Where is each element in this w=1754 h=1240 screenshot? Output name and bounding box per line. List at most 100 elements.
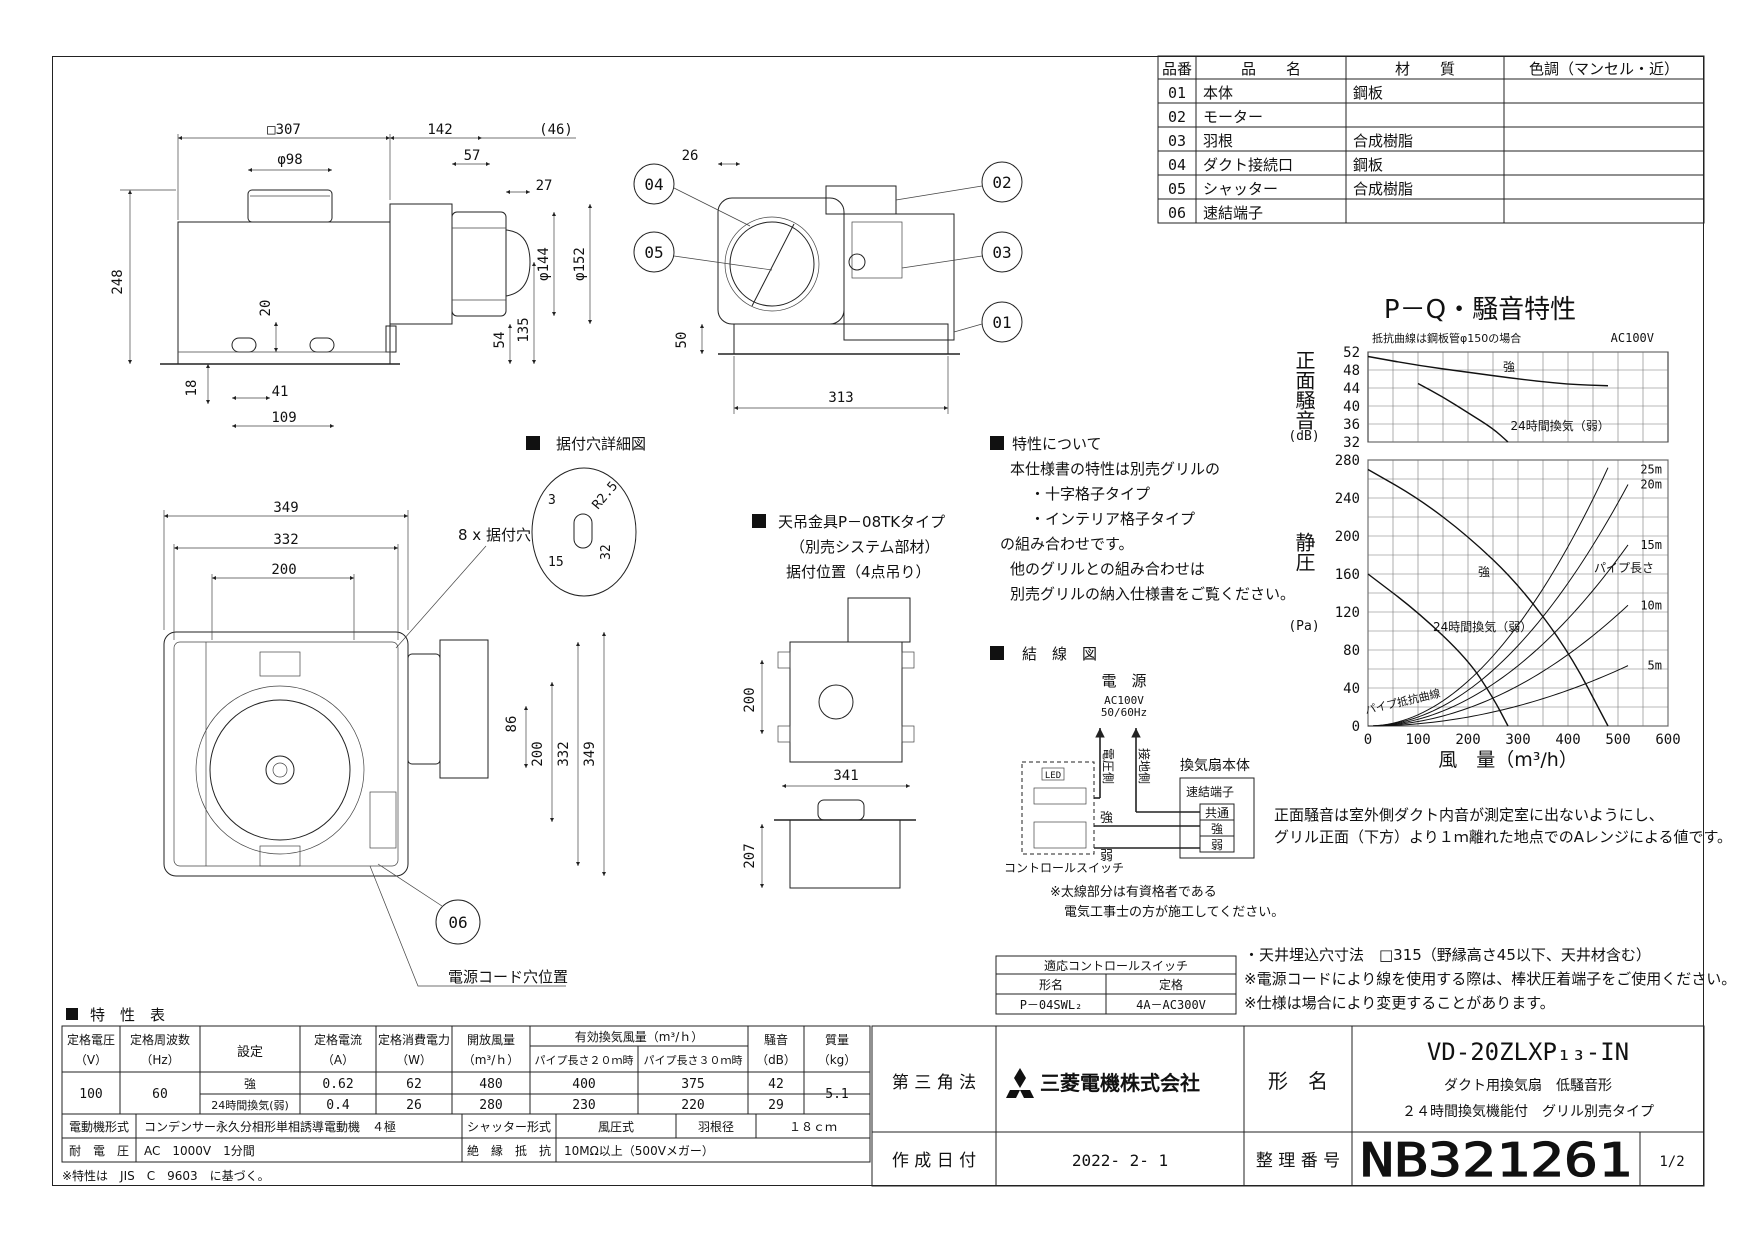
spec-h-noise: 騒音 xyxy=(764,1032,788,1047)
spec-weak-noise: 29 xyxy=(768,1098,784,1113)
pq-xtick: 400 xyxy=(1555,732,1580,748)
parts-name-06: 速結端子 xyxy=(1203,204,1263,222)
features-line-4: の組み合わせです。 xyxy=(1000,535,1134,553)
parts-name-01: 本体 xyxy=(1203,84,1233,102)
spec-blade: １８ｃｍ xyxy=(789,1120,837,1134)
dim-18: 18 xyxy=(184,380,200,397)
dim-313: 313 xyxy=(828,390,853,406)
hole-w32: 32 xyxy=(599,544,614,560)
spec-h-eff30: パイプ長さ３０ｍ時 xyxy=(644,1054,743,1067)
spec-weak-power: 26 xyxy=(406,1098,422,1113)
hanger-section: 天吊金具P－08TKタイプ （別売システム部材） 据付位置（4点吊り） 200 … xyxy=(742,513,945,889)
wiring-note-1: ※太線部分は有資格者である xyxy=(1050,884,1217,900)
parts-name-02: モーター xyxy=(1203,108,1263,126)
spec-mass: 5.1 xyxy=(825,1087,848,1102)
wiring-strong: 強 xyxy=(1100,811,1113,826)
parts-material-05: 合成樹脂 xyxy=(1353,180,1413,198)
dim-26: 26 xyxy=(682,148,699,164)
parts-header-no: 品番 xyxy=(1162,60,1192,78)
parts-no-03: 03 xyxy=(1168,132,1186,150)
spec-insul: 10MΩ以上（500Vメガー） xyxy=(564,1144,714,1158)
features-line-1: 本仕様書の特性は別売グリルの xyxy=(1010,460,1220,478)
spec-h-freq-u: （Hz） xyxy=(140,1053,179,1067)
chart-title: P－Q・騒音特性 xyxy=(1384,295,1576,325)
pipe-curve-label: 25m xyxy=(1640,463,1662,477)
pq-ytick: 160 xyxy=(1335,567,1360,583)
spec-voltage: 100 xyxy=(79,1087,102,1102)
spec-strong-open: 480 xyxy=(479,1077,502,1092)
dim-142: 142 xyxy=(427,122,452,138)
dim-54: 54 xyxy=(492,332,508,349)
dim-d144: φ144 xyxy=(536,247,552,281)
top-view: 349 332 200 86 200 332 349 8 x 据付穴 06 電源… xyxy=(163,500,607,987)
dim-top-200v: 200 xyxy=(530,741,546,766)
date-value: 2022- 2- 1 xyxy=(1072,1151,1168,1170)
right-note-3: ※仕様は場合により変更することがあります。 xyxy=(1244,994,1555,1012)
spec-h-eff: 有効換気風量（m³/ｈ） xyxy=(575,1029,704,1044)
spec-weak-current: 0.4 xyxy=(326,1098,350,1113)
model-number: VD-20ZLXP₁₃-IN xyxy=(1427,1038,1629,1066)
switch-table-h1: 形名 xyxy=(1039,977,1063,992)
pq-ytick: 280 xyxy=(1335,453,1360,469)
wiring-diagram: 結 線 図 電 源 AC100V 50/60Hz 電圧側 接地側 LED コント… xyxy=(990,645,1284,920)
parts-material-01: 鋼板 xyxy=(1353,84,1383,102)
spec-table: 特 性 表 定格電圧 （V） 定格周波数 （Hz） 設定 定格電流 （A） 定格… xyxy=(61,1006,871,1183)
spec-h-mass-u: （kg） xyxy=(818,1053,857,1067)
pq-curve-label-0: 強 xyxy=(1478,565,1490,579)
led-label: LED xyxy=(1045,771,1061,781)
spec-insul-label: 絶 縁 抵 抗 xyxy=(467,1143,551,1158)
switch-model: P－04SWL₂ xyxy=(1020,998,1083,1012)
pipe-curve-label: 20m xyxy=(1640,478,1662,492)
wiring-ac: AC100V xyxy=(1104,694,1144,707)
pq-xtick: 100 xyxy=(1405,732,1430,748)
dim-135: 135 xyxy=(516,317,532,342)
spec-h-voltage: 定格電圧 xyxy=(67,1032,115,1047)
spec-weak-eff20: 230 xyxy=(572,1098,595,1113)
callout-02: 02 xyxy=(992,173,1011,192)
pipe-curve-25m xyxy=(1367,467,1609,727)
pq-ytick: 120 xyxy=(1335,605,1360,621)
spec-strong-eff20: 400 xyxy=(572,1077,595,1092)
pq-ytick: 0 xyxy=(1352,719,1360,735)
noise-ytick: 32 xyxy=(1343,435,1360,451)
hanger-sub1: （別売システム部材） xyxy=(790,538,940,556)
spec-freq: 60 xyxy=(152,1087,168,1102)
pq-xtick: 500 xyxy=(1605,732,1630,748)
noise-ytick: 40 xyxy=(1343,399,1360,415)
parts-name-03: 羽根 xyxy=(1203,132,1233,150)
wiring-ground-side: 接地側 xyxy=(1137,748,1152,784)
wiring-note-2: 電気工事士の方が施工してください。 xyxy=(1064,904,1284,920)
pq-ytick: 240 xyxy=(1335,491,1360,507)
wiring-power: 電 源 xyxy=(1101,672,1146,690)
spec-h-eff20: パイプ長さ２０ｍ時 xyxy=(535,1054,634,1067)
spec-shutter-label: シャッター形式 xyxy=(467,1120,551,1134)
callout-06: 06 xyxy=(448,913,467,932)
noise-ylabel: 正面騒音 xyxy=(1292,350,1316,430)
switch-table-h2: 定格 xyxy=(1159,977,1183,992)
wiring-title: 結 線 図 xyxy=(1022,645,1097,663)
term-weak: 弱 xyxy=(1211,838,1223,852)
company-logo xyxy=(1006,1068,1034,1098)
cord-label: 電源コード穴位置 xyxy=(448,968,568,986)
spec-h-voltage-u: （V） xyxy=(75,1053,107,1067)
spec-withstand: AC 1000V 1分間 xyxy=(144,1144,255,1158)
parts-no-01: 01 xyxy=(1168,84,1186,102)
pipe-curve-15m xyxy=(1367,544,1629,727)
pq-noise-chart: P－Q・騒音特性 抵抗曲線は鋼板管φ150の場合 AC100V 32364044… xyxy=(1288,295,1680,771)
spec-weak-setting: 24時間換気(弱) xyxy=(211,1098,289,1112)
spec-weak-eff30: 220 xyxy=(681,1098,704,1113)
wiring-terminal: 速結端子 xyxy=(1186,785,1234,799)
dim-top-86: 86 xyxy=(504,716,520,733)
dim-41: 41 xyxy=(272,384,289,400)
spec-strong-current: 0.62 xyxy=(322,1077,353,1092)
hanger-title: 天吊金具P－08TKタイプ xyxy=(778,513,945,531)
hole-detail: 据付穴詳細図 3 R2.5 15 32 xyxy=(526,435,646,597)
callout-05: 05 xyxy=(644,243,663,262)
dim-top-349v: 349 xyxy=(582,741,598,766)
callout-01: 01 xyxy=(992,313,1011,332)
pq-xtick: 300 xyxy=(1505,732,1530,748)
spec-h-power-u: （W） xyxy=(396,1053,432,1067)
pq-ylabel: 静圧 xyxy=(1292,532,1316,572)
dim-top-332v: 332 xyxy=(556,741,572,766)
